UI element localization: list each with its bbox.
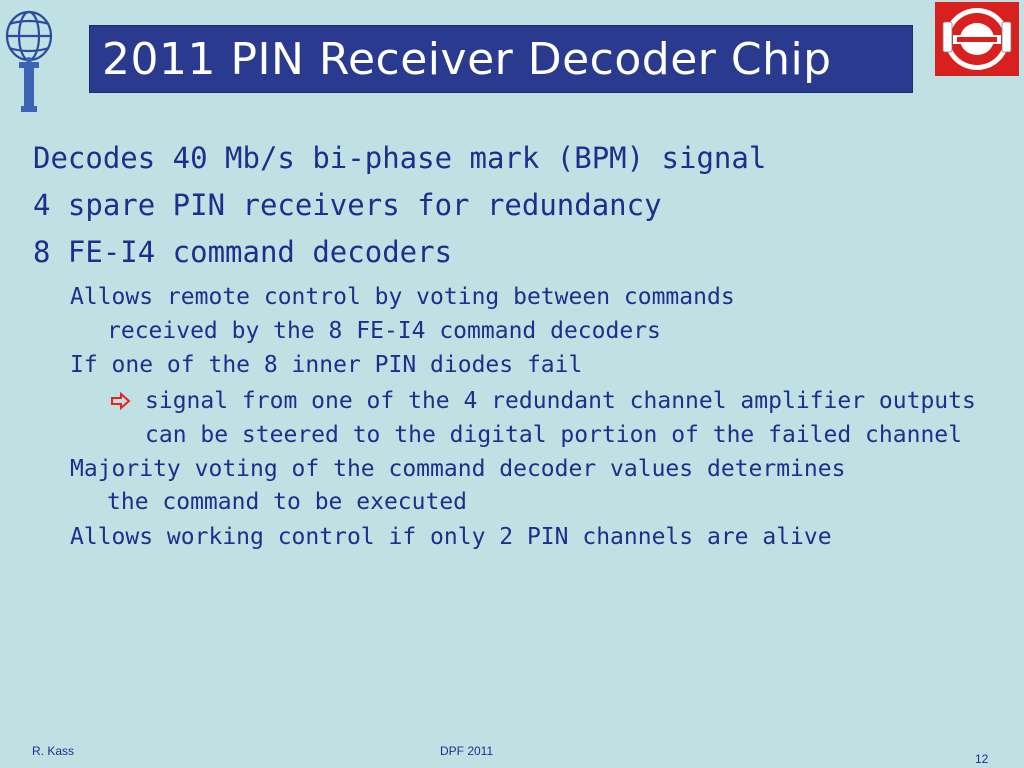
footer-author: R. Kass: [32, 744, 75, 758]
sub-bullet-1-cont: received by the 8 FE-I4 command decoders: [107, 318, 661, 344]
footer-conference: DPF 2011: [440, 744, 494, 758]
ohio-state-logo-icon: [935, 2, 1019, 76]
sub-bullet-2: If one of the 8 inner PIN diodes fail: [70, 352, 583, 378]
sub-bullet-3: Majority voting of the command decoder v…: [70, 456, 846, 482]
sub-bullet-4: Allows working control if only 2 PIN cha…: [70, 524, 832, 550]
title-bar: 2011 PIN Receiver Decoder Chip: [89, 25, 913, 93]
atlas-logo-icon: [5, 10, 53, 112]
bullet-1: Decodes 40 Mb/s bi-phase mark (BPM) sign…: [33, 141, 767, 175]
sub-bullet-3-cont: the command to be executed: [107, 489, 468, 515]
sub-bullet-2-arrow-text: signal from one of the 4 redundant chann…: [145, 388, 976, 414]
page-number: 12: [975, 752, 989, 766]
bullet-2: 4 spare PIN receivers for redundancy: [33, 188, 662, 222]
sub-bullet-2-arrow-cont: can be steered to the digital portion of…: [145, 422, 962, 448]
sub-bullet-1: Allows remote control by voting between …: [70, 284, 735, 310]
arrow-bullet-icon: [111, 392, 131, 410]
slide-title: 2011 PIN Receiver Decoder Chip: [102, 34, 832, 85]
bullet-3: 8 FE-I4 command decoders: [33, 235, 453, 269]
